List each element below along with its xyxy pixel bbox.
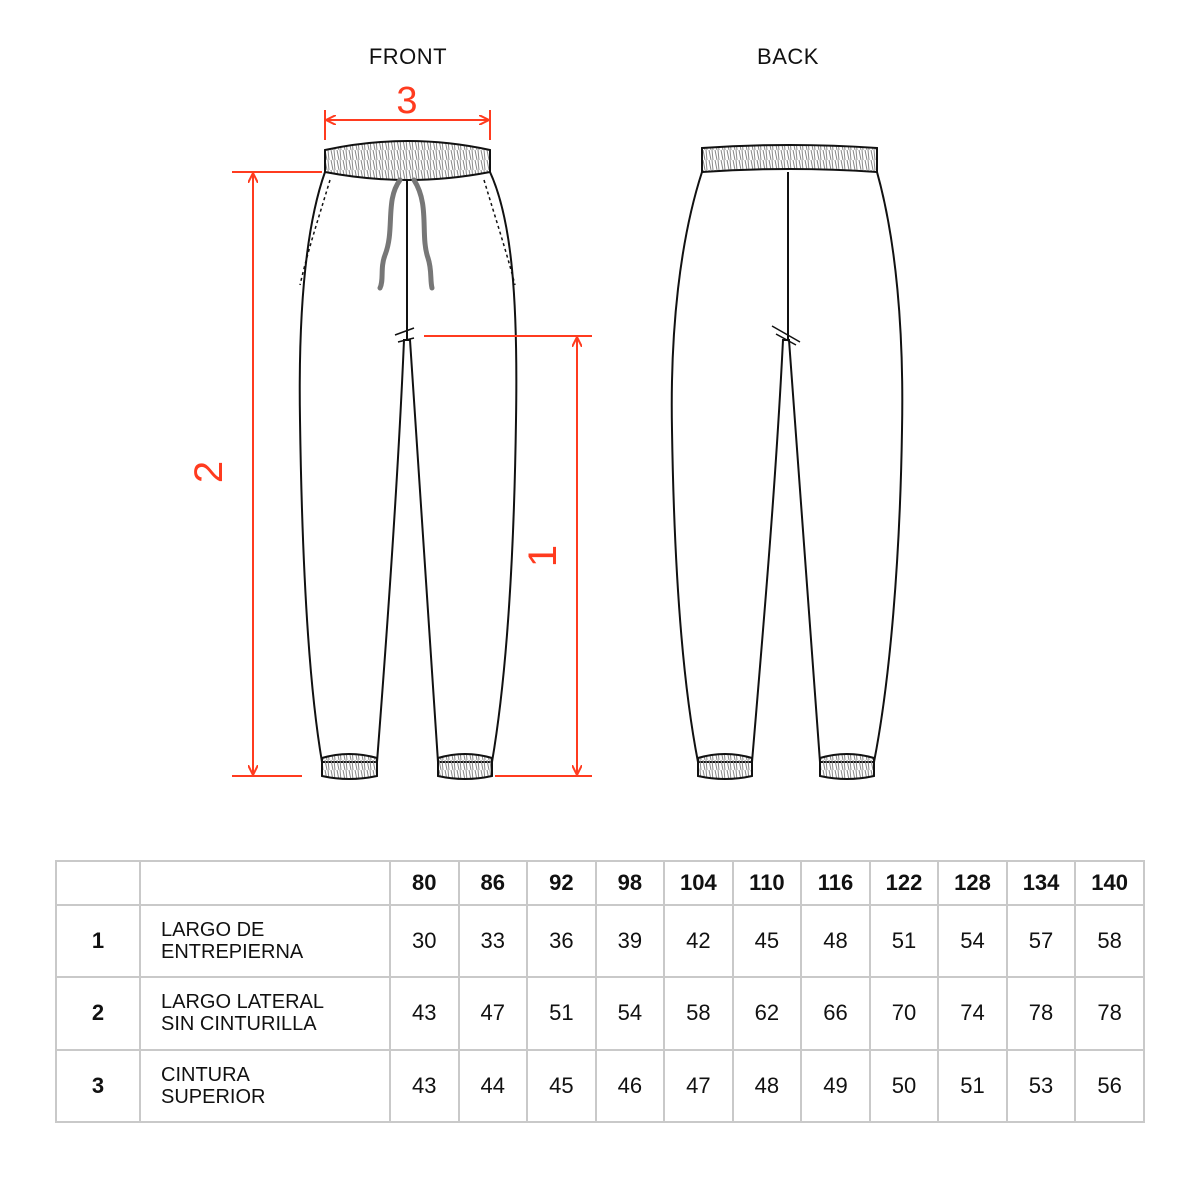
row-description: LARGO DE ENTREPIERNA <box>139 904 391 979</box>
table-cell: 78 <box>1005 976 1077 1051</box>
pants-technical-drawing: 3 2 1 <box>187 80 904 780</box>
table-cell: 36 <box>526 904 597 979</box>
front-pants-outline <box>298 171 518 763</box>
table-header-row: 80 86 92 98 104 110 116 122 128 134 140 <box>55 859 1145 907</box>
table-cell: 58 <box>663 976 734 1051</box>
table-cell: 54 <box>937 904 1008 979</box>
size-header: 80 <box>389 859 460 907</box>
table-cell: 50 <box>868 1048 940 1124</box>
table-row: 3 CINTURA SUPERIOR 43 44 45 46 47 48 49 … <box>55 1048 1145 1124</box>
row-number: 2 <box>55 976 141 1051</box>
table-cell: 47 <box>457 976 529 1051</box>
table-cell: 48 <box>800 904 871 979</box>
size-header: 86 <box>457 859 529 907</box>
table-cell: 44 <box>457 1048 529 1124</box>
table-cell: 48 <box>731 1048 803 1124</box>
back-pants <box>670 144 904 780</box>
table-cell: 49 <box>800 1048 871 1124</box>
row-description-line: ENTREPIERNA <box>161 941 304 964</box>
table-cell: 58 <box>1074 904 1145 979</box>
front-view-label: FRONT <box>368 44 448 69</box>
row-description-line: LARGO DE <box>161 919 265 942</box>
row-number: 3 <box>55 1048 141 1124</box>
table-cell: 42 <box>663 904 734 979</box>
table-cell: 43 <box>389 1048 460 1124</box>
table-cell: 51 <box>937 1048 1008 1124</box>
table-cell: 57 <box>1005 904 1077 979</box>
front-pants <box>298 140 518 780</box>
size-header: 110 <box>731 859 803 907</box>
row-description-line: SUPERIOR <box>161 1085 266 1108</box>
table-cell: 62 <box>731 976 803 1051</box>
back-waistband <box>701 144 878 174</box>
back-view-label: BACK <box>757 44 819 69</box>
table-cell: 51 <box>868 904 940 979</box>
table-cell: 46 <box>594 1048 666 1124</box>
table-cell: 45 <box>731 904 803 979</box>
back-left-cuff <box>697 753 753 780</box>
table-cell: 66 <box>800 976 871 1051</box>
table-cell: 74 <box>937 976 1008 1051</box>
row-description: LARGO LATERAL SIN CINTURILLA <box>139 976 391 1051</box>
back-right-cuff <box>819 753 875 780</box>
measure-1-inseam <box>424 335 592 777</box>
measure-3-label: 3 <box>396 80 417 122</box>
size-header: 128 <box>937 859 1008 907</box>
table-cell: 54 <box>594 976 666 1051</box>
measure-1-label: 1 <box>521 545 565 567</box>
measure-2-side-length <box>232 171 322 777</box>
table-cell: 43 <box>389 976 460 1051</box>
front-left-pocket <box>299 179 331 286</box>
row-description-line: CINTURA <box>161 1063 250 1086</box>
size-header: 98 <box>594 859 666 907</box>
table-cell: 45 <box>526 1048 597 1124</box>
front-left-cuff <box>321 753 378 780</box>
front-drawstring-left <box>377 177 403 291</box>
size-header: 104 <box>663 859 734 907</box>
empty-header-cell <box>55 859 141 907</box>
table-cell: 30 <box>389 904 460 979</box>
back-crotch-detail <box>771 325 801 346</box>
size-header: 140 <box>1074 859 1145 907</box>
measure-3-waist <box>324 110 491 140</box>
front-drawstring-right <box>411 177 435 291</box>
row-number: 1 <box>55 904 141 979</box>
table-cell: 47 <box>663 1048 734 1124</box>
table-cell: 78 <box>1074 976 1145 1051</box>
table-row: 1 LARGO DE ENTREPIERNA 30 33 36 39 42 45… <box>55 904 1145 979</box>
table-cell: 39 <box>594 904 666 979</box>
table-cell: 53 <box>1005 1048 1077 1124</box>
table-row: 2 LARGO LATERAL SIN CINTURILLA 43 47 51 … <box>55 976 1145 1051</box>
size-chart-table: 80 86 92 98 104 110 116 122 128 134 140 … <box>55 859 1145 1124</box>
size-header: 122 <box>868 859 940 907</box>
measure-2-label: 2 <box>187 461 231 483</box>
front-right-cuff <box>437 753 493 780</box>
table-cell: 51 <box>526 976 597 1051</box>
front-crotch-detail <box>394 327 415 343</box>
table-cell: 56 <box>1074 1048 1145 1124</box>
size-header: 92 <box>526 859 597 907</box>
row-description-line: SIN CINTURILLA <box>161 1013 317 1036</box>
row-description-line: LARGO LATERAL <box>161 991 325 1014</box>
empty-header-cell <box>139 859 391 907</box>
row-description: CINTURA SUPERIOR <box>139 1048 391 1124</box>
table-cell: 70 <box>868 976 940 1051</box>
table-cell: 33 <box>457 904 529 979</box>
front-right-pocket <box>483 179 516 286</box>
front-waistband <box>324 140 491 181</box>
size-header: 116 <box>800 859 871 907</box>
size-header: 134 <box>1005 859 1077 907</box>
